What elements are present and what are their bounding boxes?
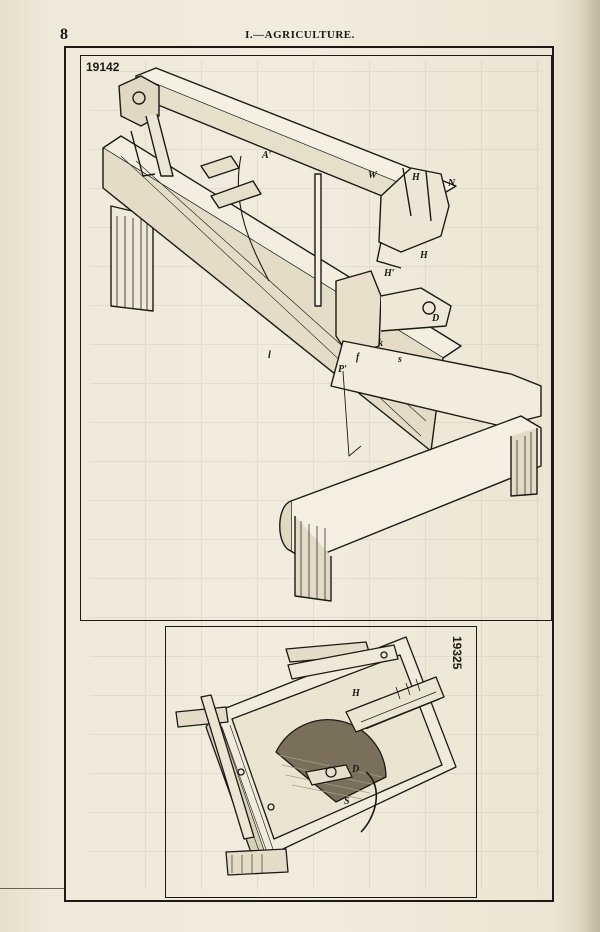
label-k: k	[378, 338, 383, 349]
plate-outer-frame	[64, 46, 554, 902]
page-number: 8	[60, 26, 68, 43]
label-d-bottom: D	[352, 764, 360, 775]
running-head: I.—AGRICULTURE.	[245, 29, 355, 41]
figure-19142-frame	[80, 55, 552, 621]
figure-19325-frame	[165, 626, 477, 898]
figure-number-19325: 19325	[450, 636, 464, 670]
label-h-prime: H′	[384, 268, 395, 279]
label-s-bottom: S	[344, 796, 350, 807]
label-a-prime: A′	[262, 150, 272, 161]
label-h-bottom: H	[352, 688, 360, 699]
margin-rule	[0, 888, 64, 889]
figure-19325-drawing	[175, 636, 457, 876]
label-p-prime: P′	[338, 364, 347, 375]
figure-number-19142: 19142	[86, 60, 120, 74]
label-h-lower: H	[420, 250, 428, 261]
label-h-top: H	[412, 172, 420, 183]
label-n: N	[448, 178, 456, 189]
label-w: W	[368, 170, 377, 181]
label-d: D	[432, 313, 440, 324]
label-f: f	[356, 352, 360, 363]
figure-19142-drawing	[102, 67, 542, 602]
page-gutter-shadow	[578, 0, 600, 932]
label-l: l	[268, 350, 271, 361]
label-s: s	[398, 354, 402, 365]
